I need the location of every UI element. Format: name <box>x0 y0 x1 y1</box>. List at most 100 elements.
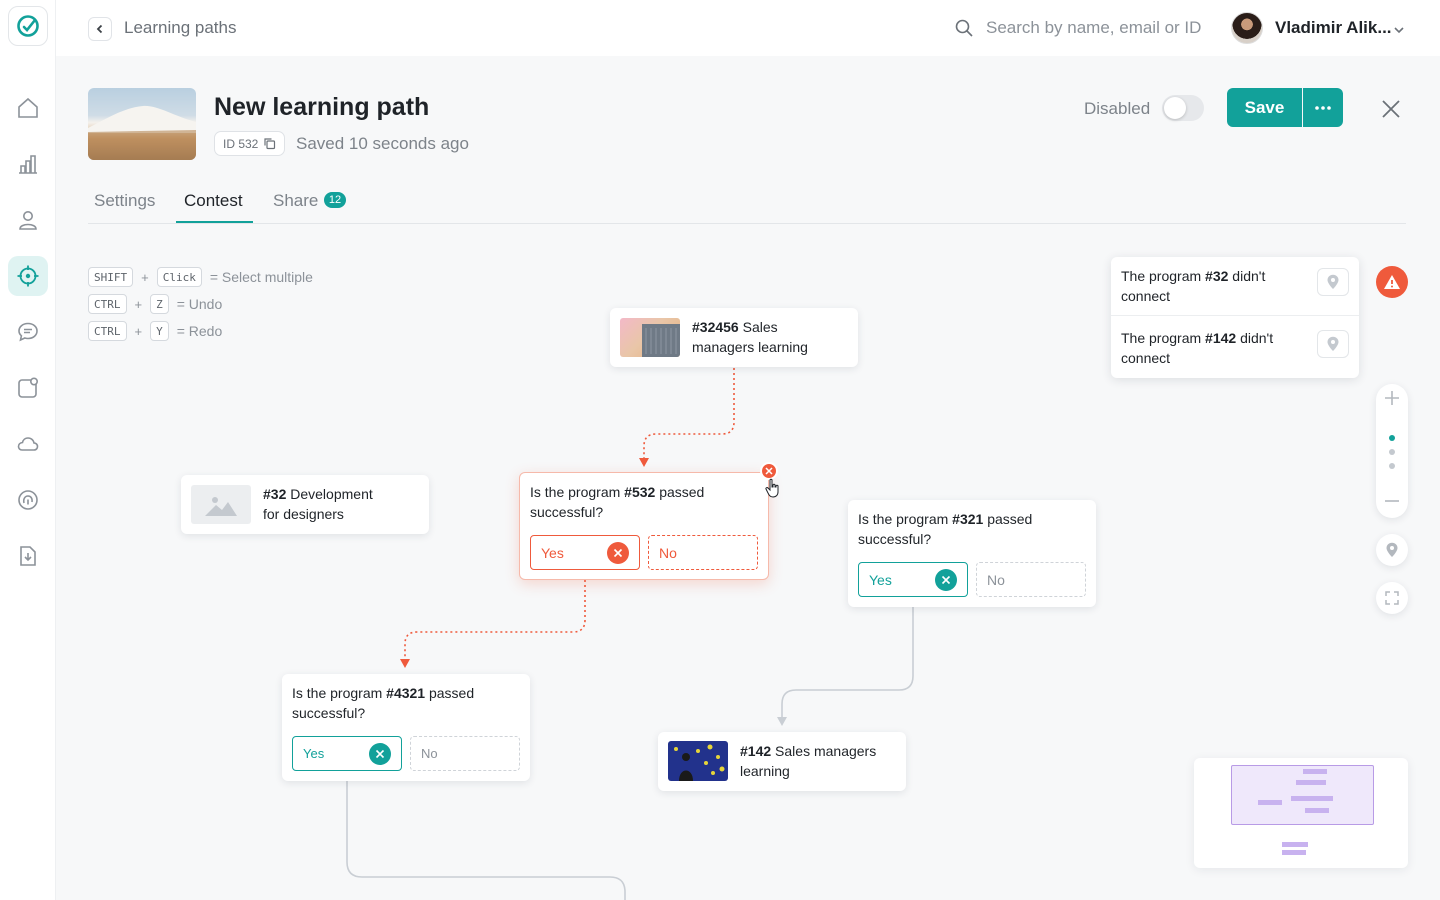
shortcut-select-multiple: SHIFT + Click = Select multiple <box>88 267 313 287</box>
sidebar-item-messages[interactable] <box>8 312 48 352</box>
zoom-level-dot[interactable] <box>1389 463 1395 469</box>
copy-icon[interactable] <box>263 137 276 150</box>
back-button[interactable] <box>88 17 112 41</box>
zoom-level-dot[interactable] <box>1389 449 1395 455</box>
sidebar-item-users[interactable] <box>8 200 48 240</box>
connector <box>346 771 626 900</box>
save-button[interactable]: Save <box>1227 88 1302 127</box>
id-label: ID 532 <box>223 136 259 151</box>
sidebar-item-cloud[interactable] <box>8 424 48 464</box>
answer-no[interactable]: No <box>648 535 758 570</box>
toggle-knob <box>1164 97 1186 119</box>
minimap-node <box>1282 850 1306 855</box>
answer-no[interactable]: No <box>410 736 520 771</box>
minimap-node <box>1305 808 1329 813</box>
answer-label: No <box>987 571 1005 588</box>
answer-yes[interactable]: Yes <box>530 535 640 570</box>
locate-button[interactable] <box>1376 534 1408 566</box>
pointer-cursor-icon <box>765 478 781 503</box>
shortcut-undo: CTRL + Z = Undo <box>88 294 222 314</box>
connector-error <box>643 368 735 458</box>
fullscreen-button[interactable] <box>1376 582 1408 614</box>
key-ctrl: CTRL <box>88 321 127 341</box>
answer-label: Yes <box>541 544 564 561</box>
id-badge[interactable]: ID 532 <box>214 131 286 156</box>
active-tab-indicator <box>176 221 253 223</box>
sidebar-item-notifications[interactable] <box>8 368 48 408</box>
minimap-node <box>1303 796 1333 801</box>
sidebar-item-downloads[interactable] <box>8 536 48 576</box>
logo-icon <box>17 15 39 37</box>
sidebar-item-learning-paths[interactable] <box>8 256 48 296</box>
answer-label: No <box>659 544 677 561</box>
answer-yes[interactable]: Yes <box>858 562 968 597</box>
image-placeholder-icon <box>191 485 251 524</box>
arrow-head <box>777 717 787 726</box>
more-options-button[interactable] <box>1303 88 1343 127</box>
fullscreen-icon <box>1385 591 1399 605</box>
warning-icon <box>1384 275 1400 289</box>
chevron-down-icon[interactable] <box>1392 22 1406 40</box>
key-y: Y <box>150 321 169 341</box>
sidebar-item-home[interactable] <box>8 88 48 128</box>
close-button[interactable] <box>1378 96 1404 122</box>
location-pin-icon <box>1386 542 1398 557</box>
answer-label: No <box>421 746 438 761</box>
app-logo[interactable] <box>8 6 48 46</box>
locate-node-button[interactable] <box>1317 268 1349 296</box>
sidebar-item-security[interactable] <box>8 480 48 520</box>
remove-answer-icon[interactable] <box>607 542 629 564</box>
zoom-level-dot[interactable] <box>1389 435 1395 441</box>
notification-icon <box>18 377 39 398</box>
remove-answer-icon[interactable] <box>369 743 391 765</box>
target-icon <box>17 265 39 287</box>
breadcrumb[interactable]: Learning paths <box>124 18 237 37</box>
cloud-icon <box>17 437 39 451</box>
zoom-out-button[interactable] <box>1382 491 1402 511</box>
program-thumbnail <box>668 741 728 781</box>
delete-node-icon[interactable] <box>760 462 778 480</box>
search-input[interactable]: Search by name, email or ID <box>986 18 1202 37</box>
shortcut-redo: CTRL + Y = Redo <box>88 321 222 341</box>
connector-error <box>404 580 586 659</box>
minus-icon <box>1385 500 1399 502</box>
shortcut-desc: = Redo <box>176 323 223 339</box>
answer-yes[interactable]: Yes <box>292 736 402 771</box>
zoom-in-button[interactable] <box>1382 388 1402 408</box>
user-icon <box>19 211 37 230</box>
learning-path-thumbnail[interactable] <box>88 88 196 160</box>
key-ctrl: CTRL <box>88 294 127 314</box>
tab-contest[interactable]: Contest <box>184 191 243 210</box>
shortcut-desc: = Undo <box>176 296 223 312</box>
tab-share[interactable]: Share <box>273 191 319 210</box>
minimap-viewport[interactable] <box>1231 765 1374 825</box>
key-z: Z <box>150 294 169 314</box>
minimap-node <box>1258 800 1282 805</box>
sidebar-item-analytics[interactable] <box>8 144 48 184</box>
tab-settings[interactable]: Settings <box>94 191 156 210</box>
remove-answer-icon[interactable] <box>935 569 957 591</box>
answer-label: Yes <box>303 746 325 761</box>
home-icon <box>18 97 38 118</box>
answer-no[interactable]: No <box>976 562 1086 597</box>
shortcut-desc: = Select multiple <box>209 269 313 285</box>
user-name[interactable]: Vladimir Alik... <box>1275 18 1392 37</box>
warnings-toggle-button[interactable] <box>1376 266 1408 298</box>
locate-node-button[interactable] <box>1317 330 1349 358</box>
avatar[interactable] <box>1231 12 1263 44</box>
search-icon <box>954 18 974 43</box>
fingerprint-icon <box>18 490 38 510</box>
minimap-node <box>1296 780 1326 785</box>
